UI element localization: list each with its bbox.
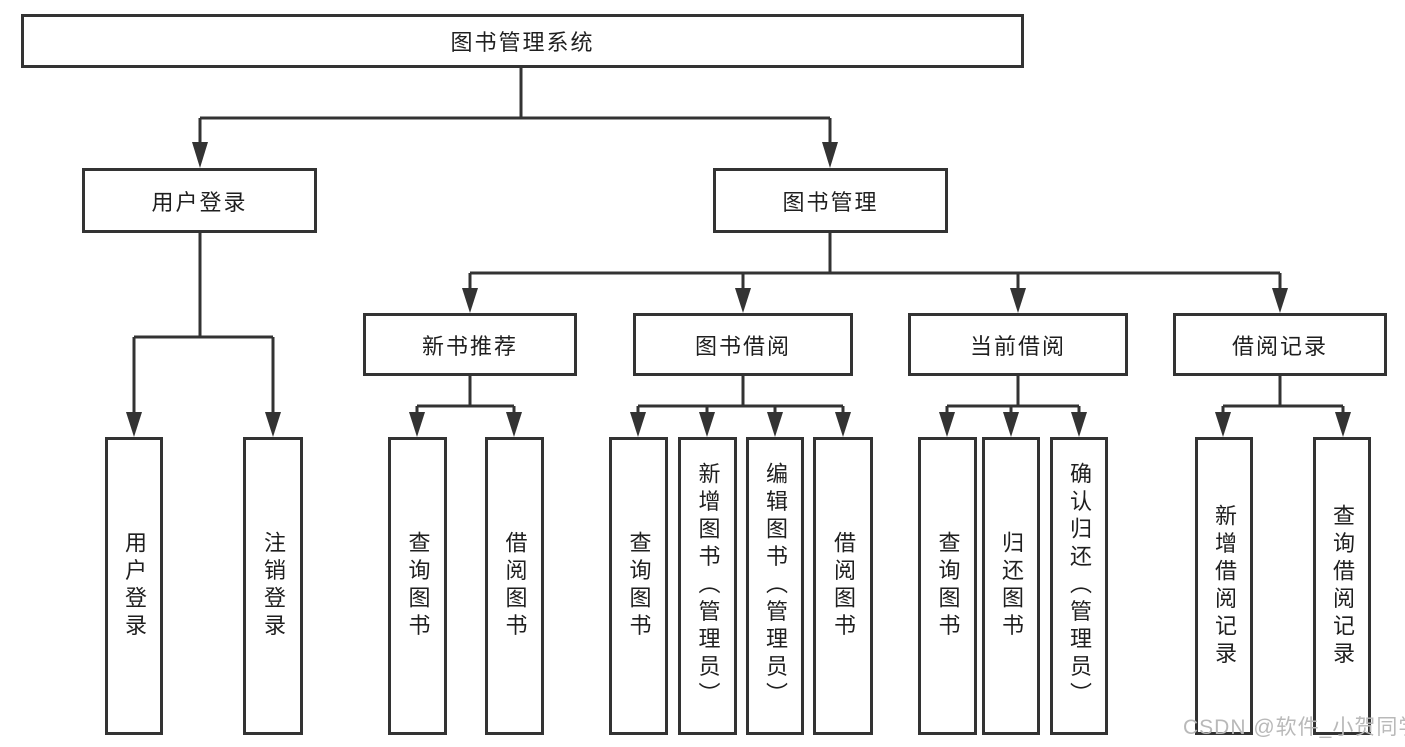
leaf-borrow-borrow-books: 借阅图书 [813, 437, 873, 735]
connector-root-to-level2 [198, 68, 832, 144]
leaf-records-query-record: 查询借阅记录 [1313, 437, 1371, 735]
node-borrowing-records: 借阅记录 [1173, 313, 1387, 376]
leaf-records-add-record: 新增借阅记录 [1195, 437, 1253, 735]
node-new-book-recommend: 新书推荐 [363, 313, 577, 376]
leaf-current-confirm-return-admin: 确认归还（管理员） [1050, 437, 1108, 735]
node-current-borrowing: 当前借阅 [908, 313, 1128, 376]
leaf-current-return-books: 归还图书 [982, 437, 1040, 735]
node-book-borrowing: 图书借阅 [633, 313, 853, 376]
leaf-current-query-books: 查询图书 [918, 437, 977, 735]
node-root-library-system: 图书管理系统 [21, 14, 1024, 68]
leaf-user-login: 用户登录 [105, 437, 163, 735]
connector-records-to-leaves [1221, 376, 1345, 413]
leaf-logout: 注销登录 [243, 437, 303, 735]
node-book-management: 图书管理 [713, 168, 948, 233]
csdn-watermark: CSDN @软件_小贺同学 [1183, 716, 1405, 739]
connector-newbook-to-leaves [415, 376, 516, 413]
arrowheads [126, 142, 1351, 437]
node-user-login: 用户登录 [82, 168, 317, 233]
leaf-newbook-query-books: 查询图书 [388, 437, 447, 735]
connector-mgmt-to-level3 [468, 233, 1282, 290]
leaf-borrow-edit-books-admin: 编辑图书（管理员） [746, 437, 804, 735]
connector-login-to-leaves [132, 233, 275, 413]
connector-borrow-to-leaves [636, 376, 845, 413]
connector-current-to-leaves [945, 376, 1081, 413]
leaf-newbook-borrow-books: 借阅图书 [485, 437, 544, 735]
leaf-borrow-add-books-admin: 新增图书（管理员） [678, 437, 737, 735]
leaf-borrow-query-books: 查询图书 [609, 437, 668, 735]
